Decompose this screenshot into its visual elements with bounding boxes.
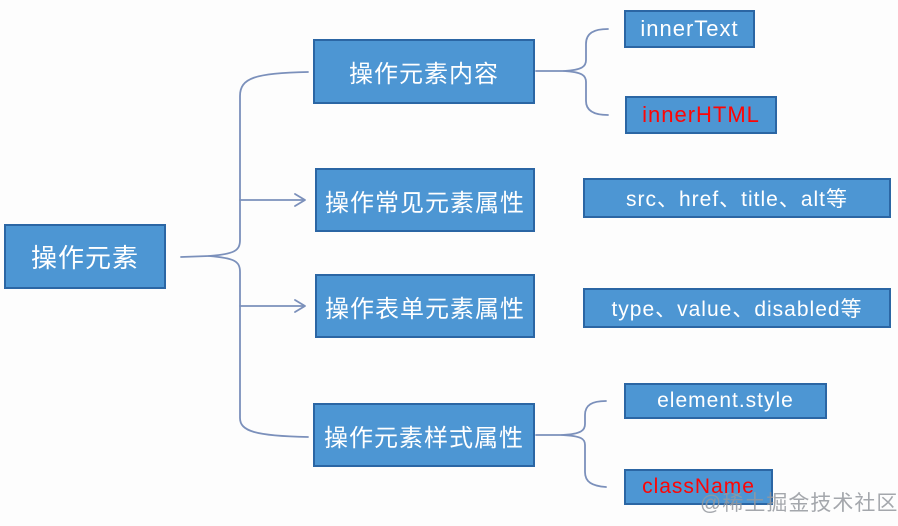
watermark-juejin: @稀土掘金技术社区 [700,492,898,515]
node-branch-common-attributes: 操作常见元素属性 [315,168,535,232]
arrow-branch2-head [294,193,306,207]
leaf-classname: className [624,469,773,505]
leaf-common-attribute-list: src、href、title、alt等 [583,178,891,218]
arrow-branch3-head [294,299,306,313]
node-branch-form-attributes: 操作表单元素属性 [315,274,535,338]
leaf-innertext: innerText [624,10,755,48]
branch4-brace [561,400,607,488]
node-branch-style-attributes: 操作元素样式属性 [313,403,535,467]
root-brace [208,71,309,438]
node-root: 操作元素 [4,224,166,289]
leaf-form-attribute-list: type、value、disabled等 [583,288,891,328]
leaf-innerhtml: innerHTML [625,96,777,134]
node-branch-element-content: 操作元素内容 [313,39,535,104]
leaf-element-style: element.style [624,383,827,419]
branch1-brace [563,28,609,116]
root-brace-stub [180,255,210,258]
